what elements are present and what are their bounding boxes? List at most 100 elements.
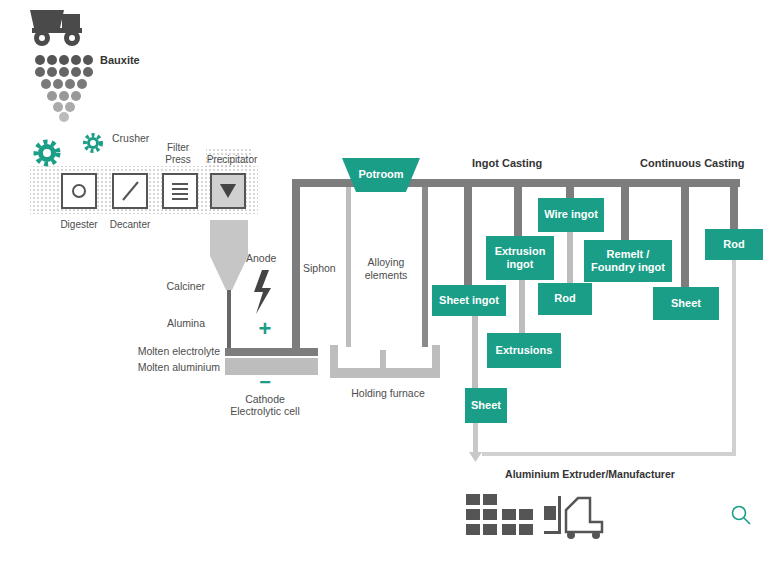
bauxite-lump xyxy=(47,55,57,65)
forklift-wheel xyxy=(592,531,600,539)
polarity-sign: − xyxy=(259,372,271,392)
outlet-arrow xyxy=(469,452,482,462)
forklift-mast xyxy=(558,496,561,534)
electrode-label: Anode xyxy=(246,252,276,265)
bauxite-lump xyxy=(77,79,87,89)
bauxite-lump xyxy=(53,102,63,112)
electrode-label: Cathode xyxy=(245,393,285,406)
bauxite-lump xyxy=(35,55,45,65)
box-label: Remelt / Foundry ingot xyxy=(588,248,668,274)
truck-cab xyxy=(62,14,80,30)
forklift xyxy=(544,496,602,539)
gear-body xyxy=(87,137,99,149)
section-heading: Ingot Casting xyxy=(472,157,542,170)
bauxite-lump xyxy=(35,67,45,77)
bauxite-lump xyxy=(47,67,57,77)
outlet-line xyxy=(473,423,478,453)
molten-electrolyte xyxy=(225,348,318,356)
product-box: Extrusion ingot xyxy=(486,236,554,280)
gear-hole xyxy=(43,149,51,157)
potroom-outline xyxy=(342,158,420,192)
dump-truck xyxy=(30,10,82,46)
step-label: Precipitator xyxy=(207,154,258,166)
bauxite-lump xyxy=(71,55,81,65)
box-label: Sheet xyxy=(471,399,501,412)
metal-flow-line xyxy=(567,232,573,283)
bauxite-lump xyxy=(71,67,81,77)
layer-label: Molten aluminium xyxy=(138,361,220,374)
material-label: Alumina xyxy=(167,317,205,330)
bauxite-lump xyxy=(59,91,69,101)
wheel-hub xyxy=(39,35,45,41)
pipe-label: Siphon xyxy=(303,262,336,275)
gear-teeth xyxy=(36,142,58,164)
product-box: Rod xyxy=(705,229,763,260)
box-label: Rod xyxy=(554,292,575,305)
crate xyxy=(519,524,533,535)
product-box: Wire ingot xyxy=(538,198,604,232)
crate xyxy=(466,494,480,505)
box-label: Potroom xyxy=(358,168,403,181)
decanter-icon xyxy=(113,174,147,208)
metal-flow-line xyxy=(420,183,468,285)
material-label: Alloying elements xyxy=(361,256,411,281)
calciner xyxy=(210,220,248,290)
bauxite-lump xyxy=(65,102,75,112)
step-label: Calciner xyxy=(166,280,205,293)
truck-wheel xyxy=(64,30,80,46)
step-label: Decanter xyxy=(110,219,151,231)
box-label: Extrusions xyxy=(496,344,553,357)
bauxite-lump xyxy=(59,67,69,77)
truck-wheel xyxy=(34,30,50,46)
digester-icon xyxy=(62,174,96,208)
equipment-label: Electrolytic cell xyxy=(230,405,299,418)
zoom-handle xyxy=(744,518,750,524)
holding-furnace xyxy=(330,345,440,378)
furnace-post xyxy=(380,350,386,368)
zoom-lens xyxy=(733,507,746,520)
step-label: Filter Press xyxy=(160,142,196,166)
precipitator-icon xyxy=(211,174,245,208)
metal-flow-line xyxy=(519,280,525,333)
forklift-forks xyxy=(544,531,561,534)
box-label: Extrusion ingot xyxy=(490,245,550,271)
bauxite-lump xyxy=(59,112,69,122)
crate xyxy=(466,524,480,535)
layer-label: Molten electrolyte xyxy=(138,345,220,358)
forklift-wheel xyxy=(567,531,575,539)
destination-label: Aluminium Extruder/Manufacturer xyxy=(505,468,675,481)
outlet-line xyxy=(732,258,736,456)
bauxite-lump xyxy=(47,91,57,101)
filter-press-symbol xyxy=(172,184,188,199)
crate xyxy=(483,509,497,520)
wheel-hub xyxy=(69,35,75,41)
furnace-pipe xyxy=(422,187,428,347)
filter-press-icon xyxy=(163,174,197,208)
potroom-box: Potroom xyxy=(342,158,420,192)
forklift-load xyxy=(544,506,556,520)
metal-flow-line xyxy=(420,183,625,240)
bauxite-lump xyxy=(53,79,63,89)
box-label: Wire ingot xyxy=(544,208,598,221)
crate xyxy=(466,509,480,520)
bauxite-lump xyxy=(83,67,93,77)
product-box: Remelt / Foundry ingot xyxy=(584,240,672,282)
metal-pipe xyxy=(292,179,300,348)
bauxite-lump xyxy=(83,55,93,65)
crusher-gears xyxy=(36,135,101,164)
bauxite-lump xyxy=(59,55,69,65)
product-box: Rod xyxy=(538,283,592,315)
metal-flow-line xyxy=(420,183,518,236)
product-box: Extrusions xyxy=(487,333,561,368)
process-icons xyxy=(62,174,245,208)
product-box: Sheet xyxy=(653,287,719,320)
lightning-symbol xyxy=(254,270,271,314)
metal-flow-line xyxy=(420,183,685,287)
decanter-symbol xyxy=(123,182,138,200)
siphon-pipe xyxy=(346,187,351,347)
section-heading: Continuous Casting xyxy=(640,157,745,170)
crate xyxy=(502,524,516,535)
equipment-label: Holding furnace xyxy=(351,387,425,400)
box-label: Sheet xyxy=(671,297,701,310)
